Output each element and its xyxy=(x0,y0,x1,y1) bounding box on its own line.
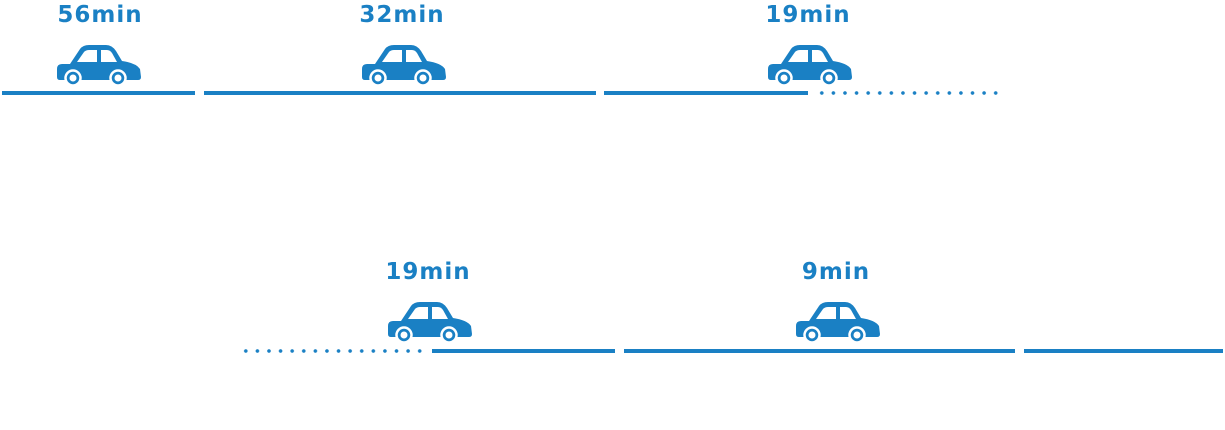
duration-label: 19min xyxy=(765,2,851,28)
car-icon xyxy=(795,300,881,342)
road-segment xyxy=(204,91,596,95)
car-icon xyxy=(387,300,473,342)
road-segment xyxy=(604,91,808,95)
duration-label: 19min xyxy=(385,259,471,285)
car-icon xyxy=(767,43,853,85)
road-continuation-dots xyxy=(240,349,426,353)
car-icon xyxy=(361,43,447,85)
road-segment xyxy=(1024,349,1223,353)
road-segment xyxy=(624,349,1015,353)
duration-label: 9min xyxy=(801,259,871,285)
duration-label: 56min xyxy=(57,2,143,28)
road-segment xyxy=(432,349,615,353)
duration-label: 32min xyxy=(359,2,445,28)
car-icon xyxy=(56,43,142,85)
road-continuation-dots xyxy=(816,91,1000,95)
road-segment xyxy=(2,91,195,95)
